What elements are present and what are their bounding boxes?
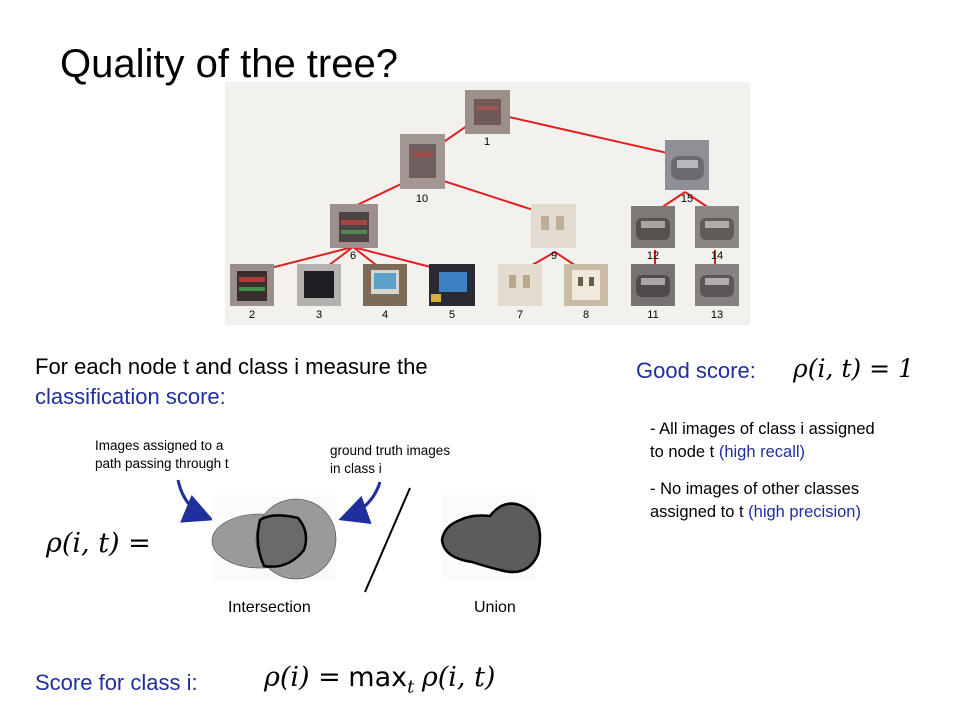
score-formula-lhs: ρ(i) = [264,662,341,693]
node-label: 10 [416,193,428,205]
arrow-left [176,479,214,523]
node-label: 2 [249,309,255,321]
annotation-left: Images assigned to a path passing throug… [95,438,229,471]
venn-diagram [176,479,542,593]
bullet-precision-line2: assigned to t (high precision) [650,503,861,521]
node-label: 12 [647,250,659,262]
node-label: 8 [583,309,589,321]
measure-line1: For each node t and class i measure the [35,354,428,379]
score-label: Score for class i: [35,670,198,695]
node-label: 11 [647,309,658,321]
annotation-right: ground truth images in class i [330,443,451,476]
tree-diagram: 1 10 15 6 9 12 14 [225,82,750,325]
measure-text: For each node t and class i measure the … [35,352,428,412]
bullet-recall-line2: to node t (high recall) [650,443,806,461]
good-score-label: Good score: [636,358,756,383]
node-label: 14 [711,250,723,262]
leaf-5: 5 [429,264,475,321]
union-label: Union [474,599,516,616]
page-title: Quality of the tree? [60,42,398,86]
union-diagram [440,502,542,574]
node-label: 1 [484,136,490,148]
leaf-3: 3 [297,264,341,321]
node-9: 9 [531,204,576,262]
node-label: 3 [316,309,322,321]
intersection-diagram [211,498,337,580]
max-subscript: t [407,676,415,698]
score-formula-rhs: ρ(i, t) [421,662,496,693]
node-label: 6 [350,250,356,262]
leaf-2: 2 [230,264,274,321]
divide-slash [364,487,411,593]
precision-highlight: (high precision) [748,503,861,521]
node-label: 15 [681,193,693,205]
leaf-11: 11 [631,264,675,321]
score-formula: ρ(i) = maxt ρ(i, t) [264,662,495,697]
leaf-4: 4 [363,264,407,321]
node-14: 14 [695,206,739,262]
node-label: 7 [517,309,523,321]
node-15: 15 [665,140,709,205]
bullet-recall-line1: - All images of class i assigned [650,420,875,438]
intersection-label: Intersection [228,599,311,616]
leaf-7: 7 [498,264,542,321]
good-score-bullets: - All images of class i assigned to node… [650,418,875,524]
node-label: 5 [449,309,455,321]
node-label: 4 [382,309,388,321]
node-10: 10 [400,134,445,205]
good-score-formula: ρ(i, t) = 1 [793,354,914,383]
arrow-right [338,481,382,525]
node-label: 9 [551,250,557,262]
venn-formula-lhs: ρ(i, t) = [46,528,151,559]
recall-highlight: (high recall) [718,443,806,461]
node-1: 1 [465,90,510,148]
measure-line2: classification score: [35,384,226,409]
bullet-precision-line1: - No images of other classes [650,480,860,498]
node-label: 13 [711,309,723,321]
leaf-13: 13 [695,264,739,321]
max-operator: max [348,662,408,693]
node-6: 6 [330,204,378,262]
leaf-8: 8 [564,264,608,321]
node-12: 12 [631,206,675,262]
